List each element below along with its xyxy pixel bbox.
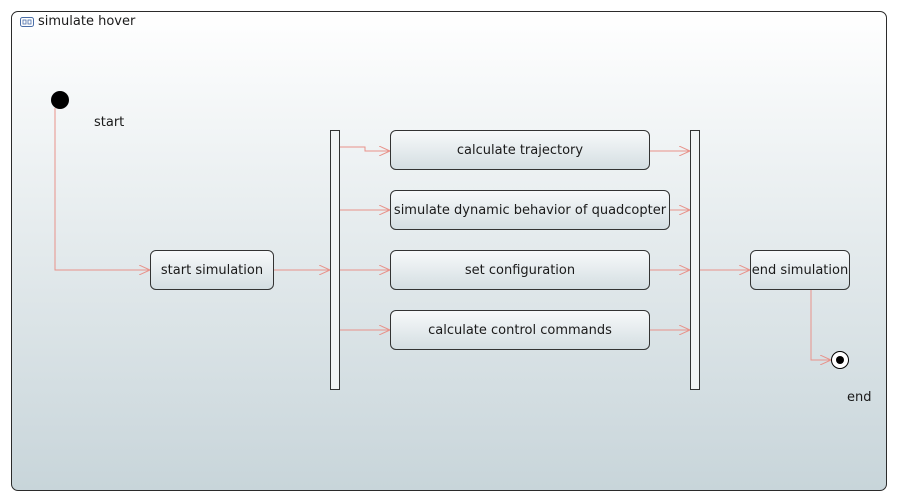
diagram-title: simulate hover bbox=[20, 14, 135, 29]
action-set-configuration[interactable]: set configuration bbox=[390, 250, 650, 290]
final-node bbox=[831, 351, 849, 369]
flow-start-to-start-simulation bbox=[54, 108, 150, 270]
fork-bar bbox=[330, 130, 340, 390]
diagram-title-text: simulate hover bbox=[38, 14, 136, 29]
action-calculate-trajectory[interactable]: calculate trajectory bbox=[390, 130, 650, 170]
activity-icon bbox=[20, 16, 34, 28]
flow-fork-to-calculate-trajectory bbox=[340, 147, 390, 151]
initial-label: start bbox=[94, 115, 125, 130]
action-end-simulation[interactable]: end simulation bbox=[750, 250, 850, 290]
flow-end-simulation-to-final bbox=[810, 290, 831, 360]
action-calculate-control-commands[interactable]: calculate control commands bbox=[390, 310, 650, 350]
action-simulate-dynamic-behavior[interactable]: simulate dynamic behavior of quadcopter bbox=[390, 190, 670, 230]
final-label: end bbox=[847, 390, 872, 405]
action-start-simulation[interactable]: start simulation bbox=[150, 250, 274, 290]
initial-node bbox=[51, 91, 69, 109]
join-bar bbox=[690, 130, 700, 390]
